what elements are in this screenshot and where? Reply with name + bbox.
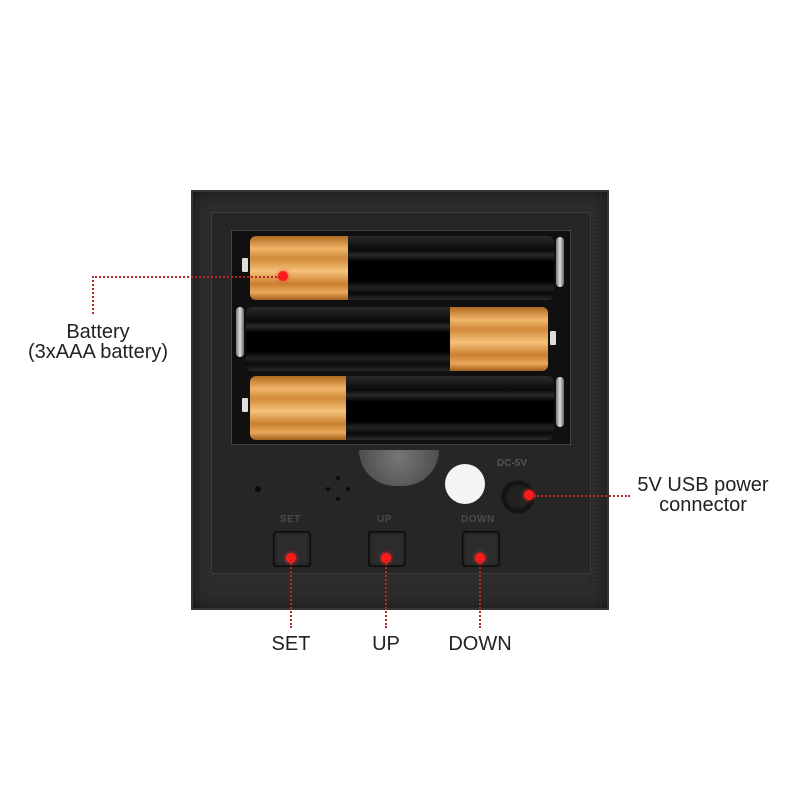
speaker-hole (326, 487, 330, 491)
battery-1 (250, 236, 554, 300)
battery-compartment (231, 230, 571, 445)
jack-label: DC-5V (497, 458, 528, 469)
usb-callout-title: 5V USB power (637, 474, 769, 496)
up-callout: UP (372, 633, 400, 655)
set-leader-line (290, 560, 292, 628)
light-sensor (445, 464, 485, 504)
battery-cap (250, 376, 346, 440)
reset-hole (255, 486, 261, 492)
battery-cap (450, 307, 548, 371)
battery-spring (556, 237, 564, 287)
set-marker (286, 553, 296, 563)
down-marker (475, 553, 485, 563)
battery-terminal (242, 258, 248, 272)
up-leader-line (385, 560, 387, 628)
speaker-hole (336, 476, 340, 480)
battery-terminal (242, 398, 248, 412)
battery-spring (236, 307, 244, 357)
down-button[interactable] (462, 531, 500, 567)
down-leader-line (479, 560, 481, 628)
battery-spring (556, 377, 564, 427)
battery-3 (250, 376, 554, 440)
set-button-label: SET (280, 514, 301, 525)
battery-marker (278, 271, 288, 281)
down-button-label: DOWN (461, 514, 495, 525)
usb-callout: 5V USB power connector (628, 475, 778, 515)
speaker-hole (346, 487, 350, 491)
set-callout: SET (271, 633, 311, 655)
alarm-clock-back-panel: DC-5V SET UP DOWN (191, 190, 609, 610)
down-callout: DOWN (448, 633, 512, 655)
battery-callout-subtitle: (3xAAA battery) (28, 341, 169, 363)
up-button-label: UP (377, 514, 392, 525)
battery-callout: Battery (3xAAA battery) (28, 322, 168, 362)
usb-marker (524, 490, 534, 500)
usb-callout-subtitle: connector (659, 494, 747, 516)
battery-callout-title: Battery (66, 321, 130, 343)
usb-leader-line (534, 495, 630, 497)
battery-leader-line (92, 276, 94, 314)
battery-leader-line (92, 276, 280, 278)
up-marker (381, 553, 391, 563)
battery-2 (246, 307, 548, 371)
battery-cap (250, 236, 348, 300)
speaker-hole (336, 497, 340, 501)
panel-bevel (191, 190, 609, 610)
battery-terminal (550, 331, 556, 345)
